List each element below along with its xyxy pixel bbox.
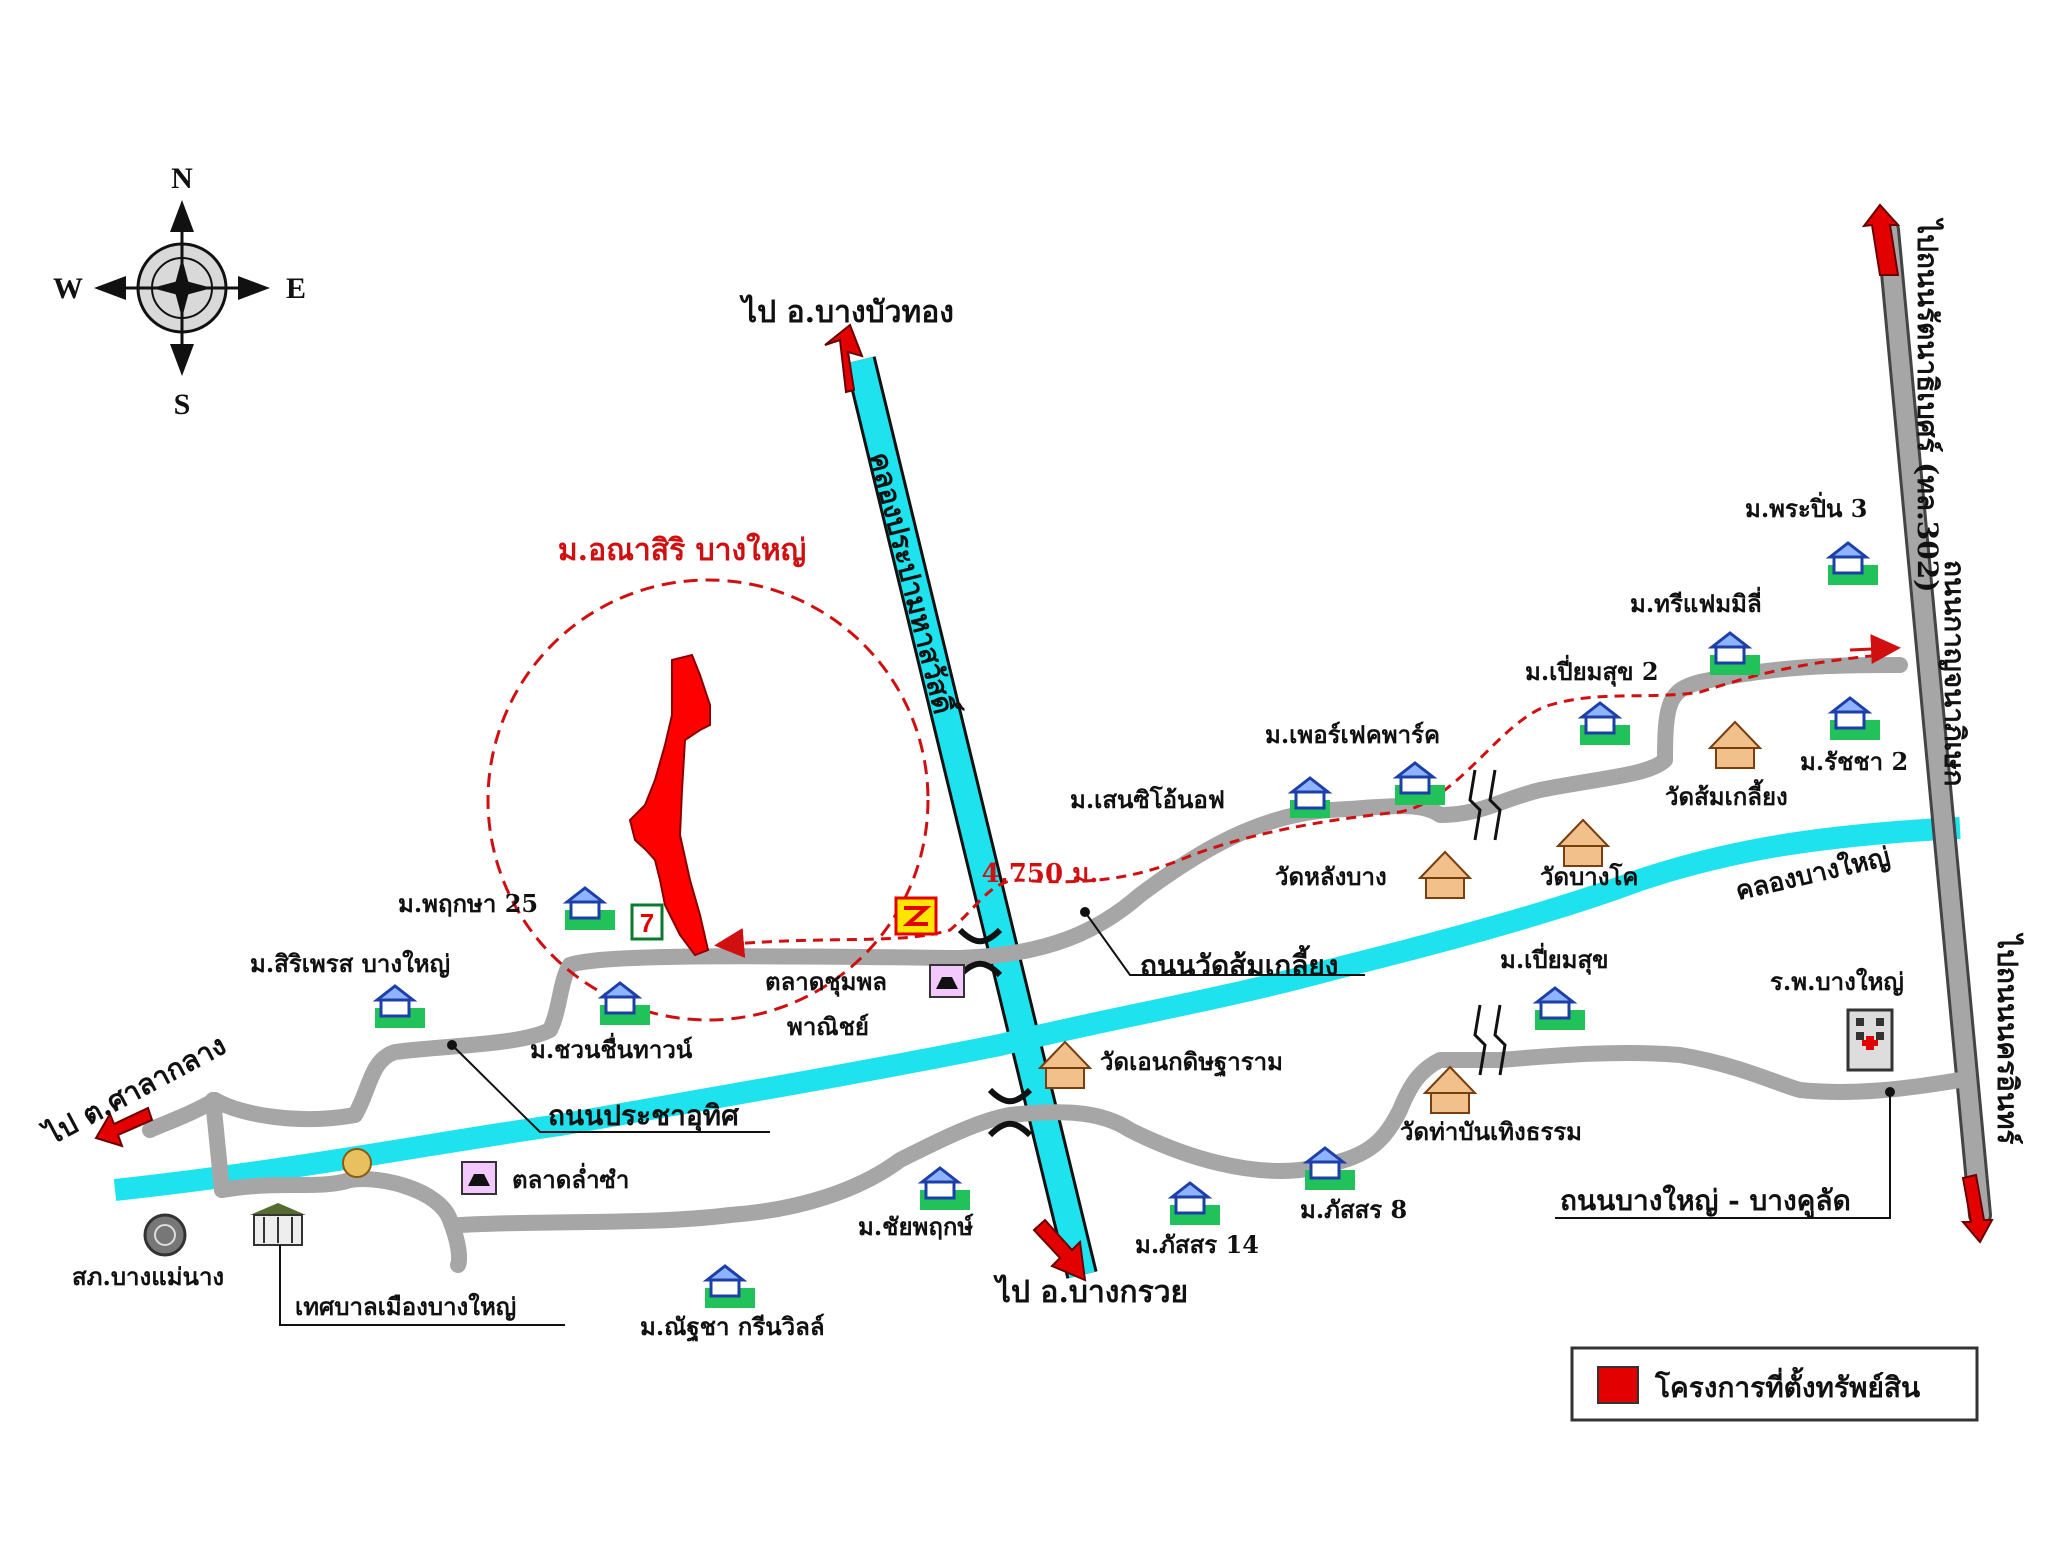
village-icon-passorn-8 [1302,1146,1355,1190]
village-label: ม.ชวนชื่นทาวน์ [530,1032,693,1064]
village-label: ม.ณัฐชา กรีนวิลล์ [640,1312,825,1343]
project-radius-ring [486,578,930,1022]
village-icon-piam-suk-2 [1577,701,1630,745]
village-label: ม.พฤกษา 25 [398,889,538,918]
compass-rose: N S W E [53,162,306,421]
police-icon [143,1213,187,1257]
village-icon-three-family [1707,631,1760,675]
village-label: ม.เสนซิโอ้นอฟ [1070,785,1225,814]
road-wat-som-kliang [562,657,1908,973]
seven-eleven-icon: 7 [630,903,664,941]
village-icon-phra-pin-3 [1825,541,1878,585]
village-icon-piam-suk [1532,986,1585,1030]
arrow-kanchana-north-icon [1861,203,1901,276]
market-chumpon-label: ตลาดชุมพล [765,967,887,998]
road-break-icon [1468,769,1507,1076]
seven-eleven-label: 7 [640,908,654,938]
village-label: ม.เปี่ยมสุข 2 [1525,654,1659,688]
temple-icon-som-kliang [1707,720,1763,769]
market-chumpon-label-2: พาณิชย์ [787,1012,869,1041]
compass-west: W [53,272,83,305]
village-icon-nuttha [702,1264,755,1308]
village-icon-ratcha-2 [1827,696,1880,740]
direction-bang-bua-thong: ไป อ.บางบัวทอง [739,294,954,330]
village-label: ม.สิริเพรส บางใหญ่ [250,949,450,978]
road-label-pracha-uthit: ถนนประชาอุทิศ [548,1099,740,1133]
municipality-icon [250,1203,306,1246]
village-labels: ม.พระปิ่น 3 ม.ทรีแฟมมิลี่ ม.เปี่ยมสุข 2 … [250,491,1908,1343]
village-label: ม.ภัสสร 8 [1300,1195,1407,1224]
cj-store-icon [894,896,938,936]
village-label: ม.เพอร์เฟคพาร์ค [1265,720,1440,749]
village-label: ม.รัชชา 2 [1800,747,1908,776]
police-label: สภ.บางแม่นาง [72,1262,224,1291]
village-label: ม.ชัยพฤกษ์ [858,1212,974,1241]
village-icons [372,541,1880,1308]
roads [142,218,1992,1273]
direction-arrows [94,203,1994,1282]
road-label-wat-som-kliang: ถนนวัดส้มเกลี้ยง [1140,944,1338,982]
direction-sala-klang: ไป ต.ศาลากลาง [37,1028,231,1152]
village-label: ม.พระปิ่น 3 [1745,491,1867,523]
canal-label-prapa: คลองประปามหาสวัสดิ์ [863,448,964,720]
temple-label: วัดเอนกดิษฐาราม [1100,1047,1283,1078]
temple-label: วัดบางโค [1540,862,1638,891]
temple-icon-lang-bang [1417,850,1473,899]
village-icon-passorn-14 [1167,1181,1220,1225]
road-label-bang-yai-bang-khu-lat: ถนนบางใหญ่ - บางคูลัด [1560,1184,1851,1218]
temple-icon-tha-ban [1422,1065,1478,1114]
distance-route [714,646,1891,958]
temple-label: วัดท่าบันเทิงธรรม [1400,1117,1582,1146]
compass-north: N [171,162,193,195]
direction-rattanathibet: ไปถนนรัตนาธิเบศร์ (ทล.302) [1911,217,1944,592]
south-arrow-icon [170,344,194,376]
north-arrow-icon [170,200,194,232]
hospital-label: ร.พ.บางใหญ่ [1770,967,1904,996]
direction-nakhon-in: ไปถนนนครอินทร์ [1991,932,2024,1144]
legend: โครงการที่ตั้งทรัพย์สิน [1570,1346,1979,1422]
village-label: ม.ภัสสร 14 [1135,1230,1259,1259]
market-icon [929,964,965,998]
hospital-icon [1846,1008,1894,1072]
village-icon-chuan-chuen [597,981,650,1025]
canal-bang-yai [113,817,1961,1201]
legend-label: โครงการที่ตั้งทรัพย์สิน [1654,1366,1920,1404]
temple-labels: วัดส้มเกลี้ยง วัดหลังบาง วัดบางโค วัดเอน… [1100,778,1788,1146]
bridge-lower-icon [987,1087,1033,1138]
municipality-label: เทศบาลเมืองบางใหญ่ [295,1292,516,1321]
arrow-bang-bua-thong-icon [824,323,864,394]
temple-icons [1037,720,1763,1114]
compass-south: S [174,388,191,421]
village-icon-siri-pet [372,984,425,1028]
market-icon [461,1161,497,1195]
canals [113,356,1961,1279]
project-site-polygon [628,653,711,957]
road-label-kanchana: ถนนกาญจนาภิเษก [1938,560,1971,786]
village-label: ม.ทรีแฟมมิลี่ [1630,586,1762,618]
village-icon-pruksa-25 [562,886,615,930]
temple-icon-en-kaew [1037,1040,1093,1089]
project-name: ม.อณาสิริ บางใหญ่ [558,532,806,568]
temple-label: วัดหลังบาง [1275,862,1387,891]
east-arrow-icon [238,276,270,300]
arrow-bang-kruai-icon [1032,1218,1087,1282]
compass-east: E [286,272,306,305]
temple-label: วัดส้มเกลี้ยง [1665,778,1788,811]
legend-swatch [1597,1366,1639,1404]
village-icon-sensi [1287,776,1333,818]
village-label: ม.เปี่ยมสุข [1500,942,1609,976]
distance-label: 4,750 ม. [982,859,1099,889]
arrow-kanchana-south-icon [1960,1173,1994,1244]
market-lamsam-label: ตลาดล่ำซำ [512,1162,629,1194]
temple-icon-bang-kho [1555,818,1611,867]
arrow-sala-klang-icon [94,1106,154,1148]
west-arrow-icon [94,276,126,300]
road-kanchana [1879,221,1989,1224]
coin-icon [342,1148,372,1178]
direction-bang-kruai: ไป อ.บางกรวย [993,1274,1188,1310]
village-icon-perfect-park [1392,761,1445,805]
village-icon-chai-pruk [917,1166,970,1210]
